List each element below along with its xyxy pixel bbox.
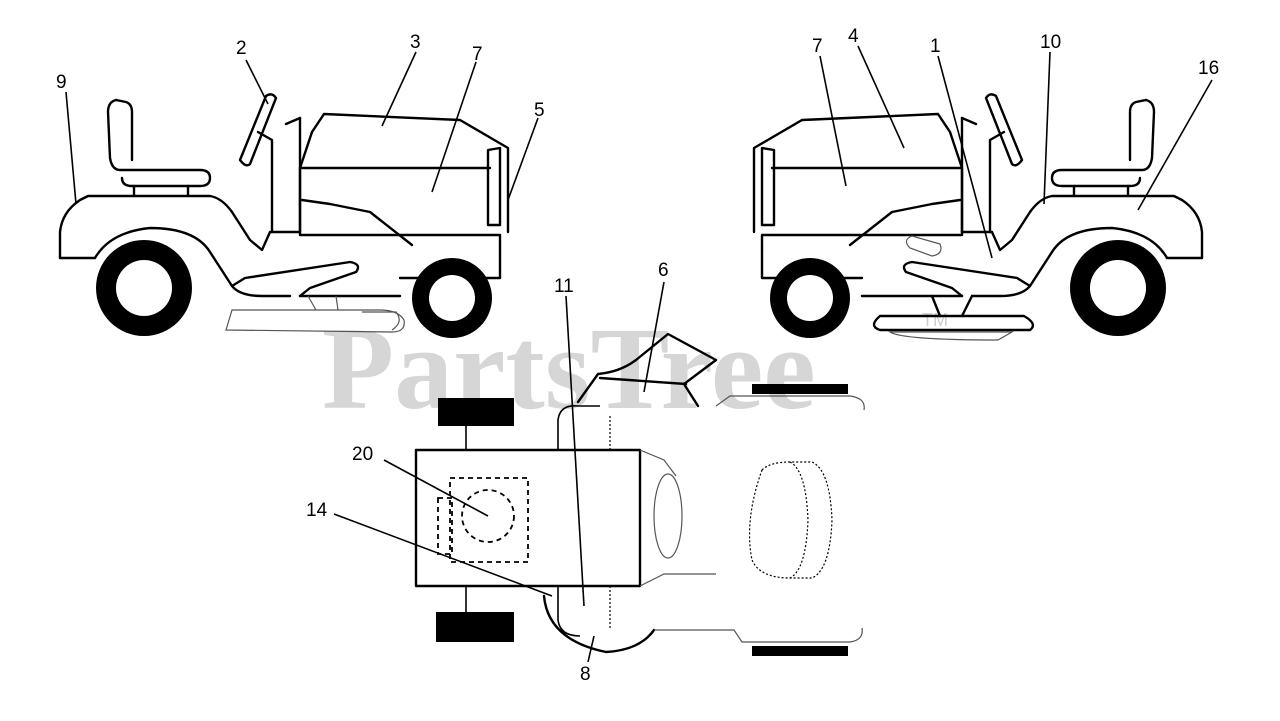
watermark: PartsTree bbox=[322, 303, 816, 434]
callout-7-right: 7 bbox=[812, 36, 823, 57]
callout-16: 16 bbox=[1198, 58, 1219, 79]
callouts-left: 9 2 3 7 5 bbox=[56, 32, 545, 121]
callout-9: 9 bbox=[56, 72, 67, 93]
tractor-top-view bbox=[414, 332, 865, 656]
callout-7-left: 7 bbox=[472, 44, 483, 65]
callout-3: 3 bbox=[410, 32, 421, 53]
callout-20: 20 bbox=[352, 444, 373, 465]
callout-5: 5 bbox=[534, 100, 545, 121]
callout-1: 1 bbox=[930, 36, 941, 57]
callout-14: 14 bbox=[306, 500, 328, 521]
leader-lines bbox=[65, 45, 1213, 663]
tractor-left-side-view bbox=[58, 93, 510, 338]
callout-8: 8 bbox=[580, 664, 591, 685]
callout-4: 4 bbox=[848, 26, 859, 47]
callouts-top-view: 6 11 20 14 8 bbox=[306, 260, 669, 685]
callouts-right: 7 4 1 10 16 bbox=[812, 26, 1219, 79]
callout-11: 11 bbox=[554, 276, 574, 297]
tractor-right-side-view bbox=[752, 93, 1204, 341]
callout-2: 2 bbox=[236, 38, 247, 59]
watermark-trademark: TM bbox=[922, 310, 948, 330]
callout-6: 6 bbox=[658, 260, 669, 281]
callout-10: 10 bbox=[1040, 32, 1061, 53]
